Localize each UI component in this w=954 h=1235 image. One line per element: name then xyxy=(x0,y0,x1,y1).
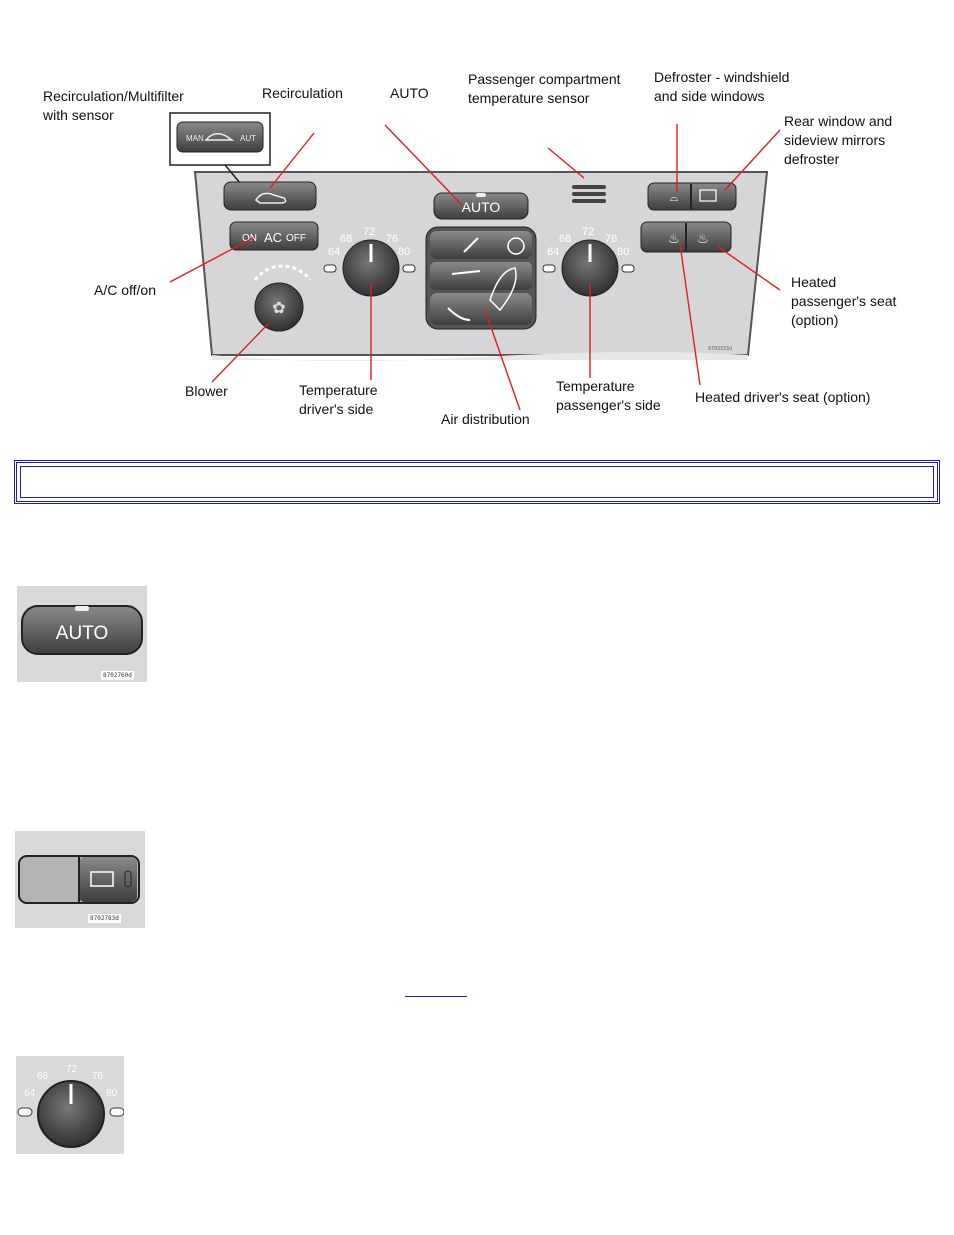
svg-text:♨: ♨ xyxy=(668,232,680,247)
auto-thumb-text: AUTO xyxy=(56,623,108,644)
recirc-aut-text: AUT xyxy=(240,134,256,143)
label-air-distribution: Air distribution xyxy=(441,411,530,427)
recirc-man-text: MAN xyxy=(186,134,204,143)
label-temp-passenger: Temperature passenger's side xyxy=(556,378,661,413)
leader-lines xyxy=(169,124,781,411)
svg-text:64: 64 xyxy=(24,1088,36,1099)
label-blower: Blower xyxy=(185,383,228,399)
climate-panel-illustration: MAN AUT ON AC OFF ✿ 64 68 72 76 80 AUTO xyxy=(169,112,781,411)
label-rear-window: Rear window and sideview mirrors defrost… xyxy=(784,113,893,167)
label-heated-passenger: Heated passenger's seat (option) xyxy=(791,274,897,328)
label-temp-driver: Temperature driver's side xyxy=(299,382,378,417)
svg-text:AUTO: AUTO xyxy=(462,199,501,215)
svg-text:✿: ✿ xyxy=(272,298,285,317)
label-recirculation: Recirculation xyxy=(262,85,343,101)
svg-text:ON: ON xyxy=(242,233,257,244)
svg-text:80: 80 xyxy=(106,1088,118,1099)
label-recirc-multifilter: Recirculation/Multifilter with sensor xyxy=(43,88,184,123)
svg-text:68: 68 xyxy=(37,1071,49,1082)
svg-text:80: 80 xyxy=(398,246,410,258)
page-link-underline[interactable] xyxy=(405,996,467,997)
thumb-temp-scale: 64 68 72 76 80 xyxy=(24,1064,118,1099)
svg-text:68: 68 xyxy=(559,233,571,245)
svg-text:72: 72 xyxy=(582,226,594,238)
auto-thumb-code: 8702760d xyxy=(101,671,134,680)
svg-text:72: 72 xyxy=(363,226,375,238)
sensor-grille xyxy=(572,185,606,203)
blower-knob xyxy=(254,282,304,332)
climate-control-diagram: MAN AUT ON AC OFF ✿ 64 68 72 76 80 AUTO xyxy=(0,0,954,440)
label-ac: A/C off/on xyxy=(94,282,157,298)
passenger-temp-scale: 64 68 72 76 80 xyxy=(547,226,629,258)
auto-thumbnail: AUTO xyxy=(17,586,147,682)
temp-knob-thumbnail: 64 68 72 76 80 xyxy=(16,1056,124,1154)
label-passenger-sensor: Passenger compartment temperature sensor xyxy=(468,71,621,106)
svg-text:8703333d: 8703333d xyxy=(708,346,732,352)
svg-text:76: 76 xyxy=(605,233,617,245)
svg-text:OFF: OFF xyxy=(286,233,306,244)
rear-defrost-thumbnail xyxy=(15,831,145,928)
svg-text:♨: ♨ xyxy=(697,232,709,247)
svg-text:64: 64 xyxy=(547,246,559,258)
label-auto: AUTO xyxy=(390,85,429,101)
svg-text:76: 76 xyxy=(92,1071,104,1082)
driver-temp-scale: 64 68 72 76 80 xyxy=(328,226,410,258)
svg-text:68: 68 xyxy=(340,233,352,245)
recirculation-button xyxy=(223,181,317,211)
label-defroster: Defroster - windshield and side windows xyxy=(654,69,790,104)
svg-text:64: 64 xyxy=(328,246,340,258)
svg-text:72: 72 xyxy=(66,1064,78,1075)
ac-button xyxy=(229,221,319,251)
rear-defrost-thumb-code: 8702783d xyxy=(88,914,121,923)
label-heated-driver: Heated driver's seat (option) xyxy=(695,389,871,405)
svg-text:80: 80 xyxy=(617,246,629,258)
svg-text:⌓: ⌓ xyxy=(670,191,679,204)
section-heading-box xyxy=(14,460,940,504)
svg-text:AC: AC xyxy=(264,230,282,245)
svg-text:76: 76 xyxy=(386,233,398,245)
